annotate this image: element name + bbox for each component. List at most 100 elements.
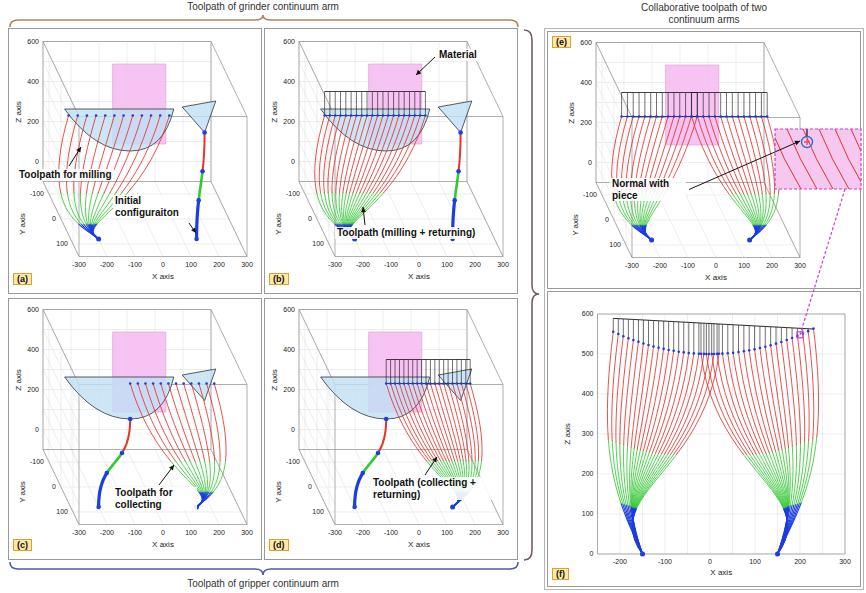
axis-tick: -200 (613, 558, 627, 566)
arm-section (625, 505, 643, 554)
arm-section (631, 506, 642, 554)
arm-section (128, 116, 169, 193)
arm-section (750, 225, 766, 240)
group-bracket (10, 15, 518, 27)
arm-curve (778, 335, 805, 554)
tip-point (104, 114, 107, 117)
arm-curve (633, 350, 680, 554)
arm-section (211, 460, 220, 492)
arm-curve (778, 337, 801, 554)
arm-curve (348, 114, 405, 239)
toolpath-hatch (448, 360, 449, 384)
toolpath-hatch (393, 92, 394, 116)
arm-joint (452, 198, 457, 203)
annotation: Toolpath (milling + returning) (335, 227, 477, 239)
axis-tick: 300 (241, 529, 253, 537)
arm-section (343, 116, 362, 193)
axis-tick: 200 (794, 558, 806, 566)
tip-point (687, 352, 690, 355)
tip-point (812, 327, 815, 330)
axis-tick: -200 (100, 261, 114, 269)
axis-tick: -300 (328, 261, 342, 269)
tip-point (703, 353, 706, 356)
tip-point (626, 115, 629, 118)
axis-tick: 100 (312, 240, 324, 248)
tip-point (690, 115, 693, 118)
arm-section (755, 193, 760, 225)
plot-box (211, 450, 247, 525)
tip-point (652, 345, 655, 348)
axis-tick: 100 (56, 240, 68, 248)
axis-tick: -300 (72, 529, 86, 537)
arm-section (607, 332, 613, 439)
arm-section (743, 193, 756, 225)
arm-section (717, 354, 753, 454)
tip-point (392, 114, 395, 117)
axis-tick: 100 (749, 558, 761, 566)
tip-point (407, 382, 410, 385)
inset-border (775, 129, 861, 189)
axis-title: X axis (408, 540, 430, 549)
tip-point (429, 382, 432, 385)
tip-point (672, 350, 675, 353)
tip-point (753, 348, 756, 351)
plot-grid (49, 322, 50, 462)
arm-base (747, 238, 752, 243)
arm-section (797, 336, 804, 442)
axis-tick: 0 (417, 529, 421, 537)
arm-curve (696, 115, 755, 240)
arm-section (197, 200, 199, 239)
axis-tick: 300 (794, 262, 806, 270)
toolpath-hatch (714, 93, 715, 117)
plot-box (43, 42, 247, 257)
arm-curve (716, 353, 788, 554)
plot-box (299, 181, 467, 182)
tip-point (420, 382, 423, 385)
bracket-label: Toolpath of gripper continuum arm (187, 578, 339, 590)
tip-point (394, 382, 397, 385)
normal-marker (802, 137, 813, 148)
arm-section (608, 439, 621, 504)
plot-grid (596, 43, 800, 258)
tip-point (438, 382, 441, 385)
axis-tick: 300 (241, 261, 253, 269)
arm-section (616, 336, 623, 442)
plot-box (43, 42, 79, 117)
arm-joint (458, 130, 463, 135)
arm-joint (384, 417, 389, 422)
toolpath-hatch (658, 321, 659, 348)
tip-point (442, 382, 445, 385)
plot-box (211, 310, 247, 385)
axis-tick: 200 (582, 470, 594, 478)
tip-point (702, 115, 705, 118)
toolpath-hatch (717, 324, 718, 354)
tip-point (743, 350, 746, 353)
arm-section (763, 453, 786, 508)
tip-point (144, 382, 147, 385)
tip-point (76, 114, 79, 117)
plot-grid (43, 42, 247, 257)
tip-point (700, 353, 703, 356)
tip-point (152, 382, 155, 385)
arm-section (646, 350, 668, 451)
tip-point (425, 382, 428, 385)
arm-curve (714, 115, 757, 240)
toolpath-hatch (329, 92, 330, 116)
bracket-label: Toolpath of grinder continuum arm (187, 1, 339, 13)
plot-grid (329, 244, 497, 245)
arm-section (794, 443, 801, 505)
arm-section (86, 224, 98, 239)
arm-section (205, 460, 208, 492)
arm-section (756, 454, 785, 508)
arm-section (633, 508, 643, 554)
arm-section (339, 192, 343, 224)
arm-section (781, 342, 792, 446)
axis-tick: 600 (582, 310, 594, 318)
toolpath-hatch (738, 93, 739, 117)
tip-point (791, 337, 794, 340)
axis-tick: 100 (582, 510, 594, 518)
tip-point (748, 115, 751, 118)
arm-section (662, 353, 694, 453)
toolpath-hatch (324, 92, 325, 116)
toolpath-hatch (639, 93, 640, 117)
